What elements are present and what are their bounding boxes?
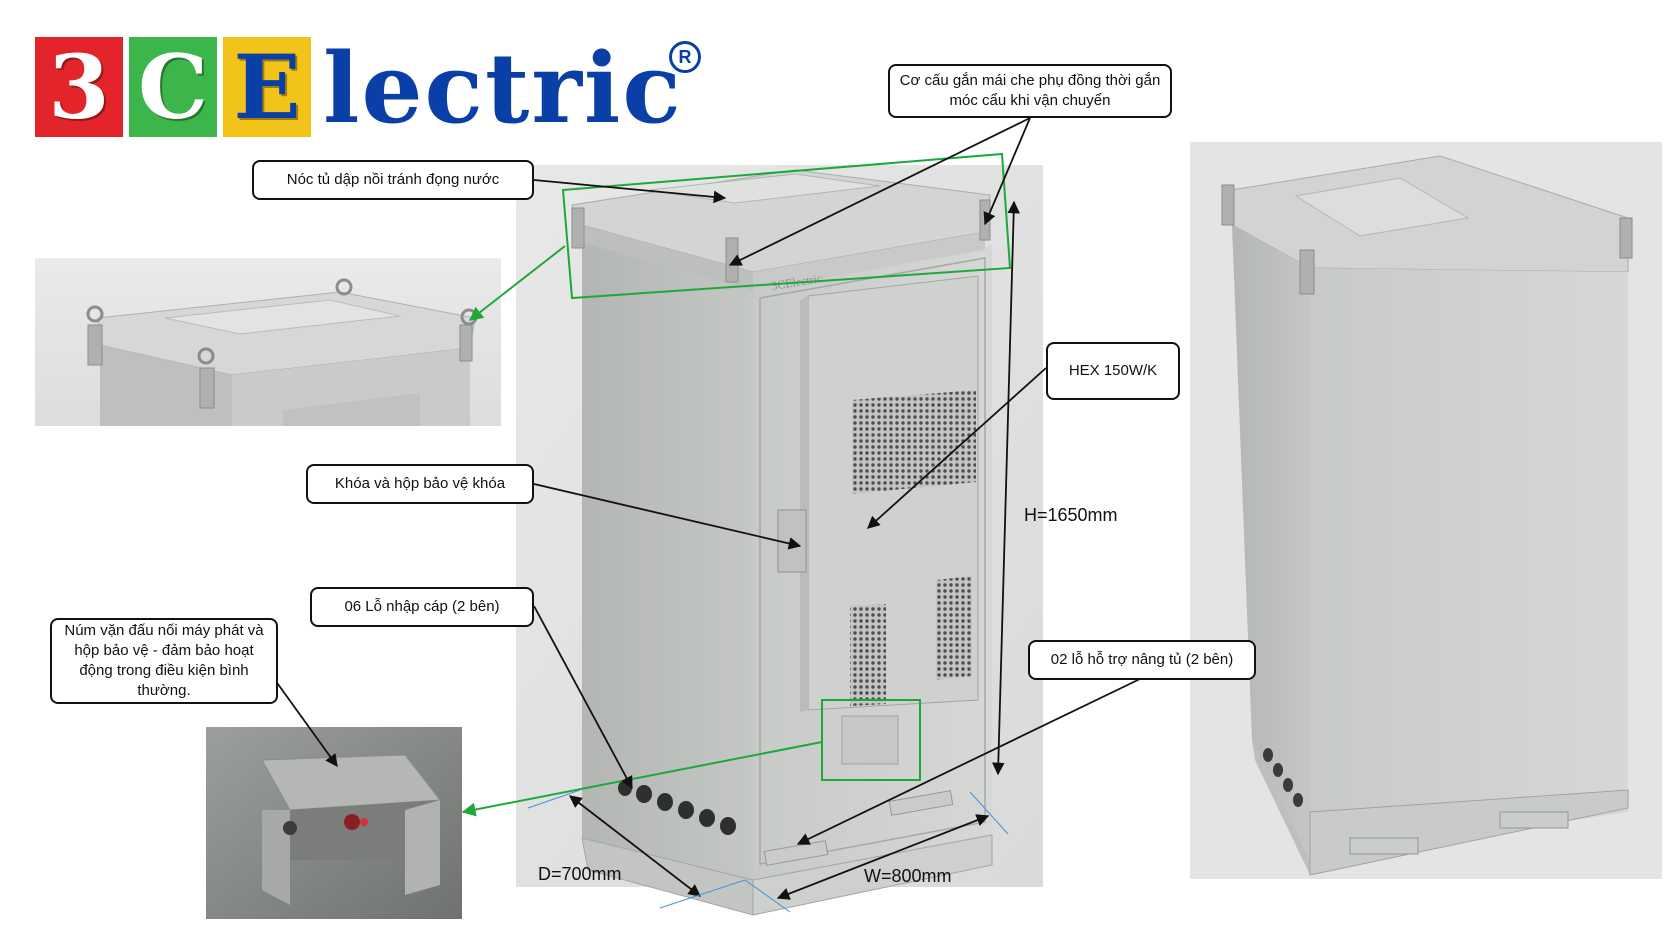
rear-cabinet-view [1190,142,1662,879]
registered-mark-icon: R [669,41,701,73]
callout-cable-holes: 06 Lỗ nhập cáp (2 bên) [310,587,534,627]
logo-letter-3: 3 [35,37,123,137]
callout-hex: HEX 150W/K [1046,342,1180,400]
dimension-width: W=800mm [864,866,952,886]
roof-detail-inset [35,258,501,426]
logo-letter-c: C [129,37,217,137]
callout-generator-knob: Núm vặn đấu nối máy phát và hộp bảo vệ -… [50,618,278,704]
main-cabinet [516,165,1043,916]
dimension-extension-lines [527,789,1009,913]
logo-wordmark: lectric [323,32,683,145]
generator-knob-inset [206,727,462,919]
callout-lift-holes: 02 lỗ hỗ trợ nâng tủ (2 bên) [1028,640,1256,680]
logo-letter-e: E [223,37,311,137]
leader-arrows [274,117,1143,900]
callout-lock: Khóa và hộp bảo vệ khóa [306,464,534,504]
dimension-height: H=1650mm [1024,505,1118,525]
callout-roof-mount: Cơ cấu gắn mái che phụ đồng thời gắn móc… [888,64,1172,118]
callout-roof-top: Nóc tủ dập nồi tránh đọng nước [252,160,534,200]
dimension-depth: D=700mm [538,864,622,884]
